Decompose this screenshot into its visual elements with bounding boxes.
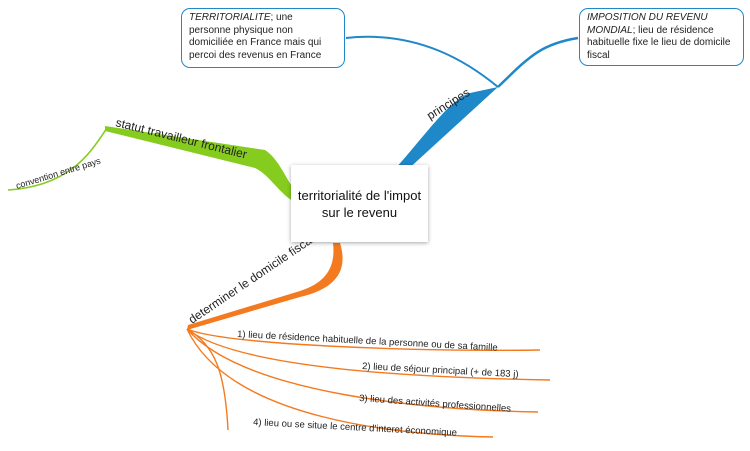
- note-territorialite[interactable]: TERRITORIALITE; une personne physique no…: [181, 8, 345, 68]
- subnode-domicile-1[interactable]: 1) lieu de résidence habituelle de la pe…: [237, 329, 498, 354]
- note-imposition-text: ; lieu de résidence habituelle fixe le l…: [587, 24, 731, 61]
- branch-domicile: [187, 243, 343, 330]
- subnode-domicile-2[interactable]: 2) lieu de séjour principal (+ de 183 j): [362, 361, 519, 380]
- note-territorialite-text: ; une personne physique non domiciliée e…: [189, 12, 322, 61]
- connector-principes-left: [345, 35, 499, 88]
- central-topic[interactable]: territorialité de l'impot sur le revenu: [291, 165, 428, 242]
- subnode-domicile-4[interactable]: 4) lieu ou se situe le centre d'interet …: [253, 417, 457, 439]
- branch-label-statut[interactable]: statut travailleur frontalier: [114, 115, 248, 161]
- note-imposition-revenu-mondial[interactable]: IMPOSITION DU REVENU MONDIAL; lieu de ré…: [579, 8, 744, 66]
- central-topic-line2: sur le revenu: [321, 204, 398, 220]
- central-topic-line1: territorialité de l'impot: [297, 187, 422, 203]
- subnode-domicile-3[interactable]: 3) lieu des activités professionnelles: [359, 393, 512, 415]
- connector-principes-right: [497, 36, 579, 88]
- note-imposition-title: IMPOSITION DU REVENU MONDIAL: [587, 12, 708, 36]
- branch-principes: [392, 87, 498, 172]
- node-convention-entre-pays[interactable]: convention entre pays: [15, 155, 103, 190]
- branch-statut: [105, 126, 295, 202]
- connector-statut-convention: [7, 127, 108, 191]
- note-territorialite-title: TERRITORIALITE: [189, 12, 271, 23]
- branch-label-domicile[interactable]: determiner le domicile fiscal: [186, 232, 317, 326]
- domicile-sub-connectors: [186, 328, 551, 438]
